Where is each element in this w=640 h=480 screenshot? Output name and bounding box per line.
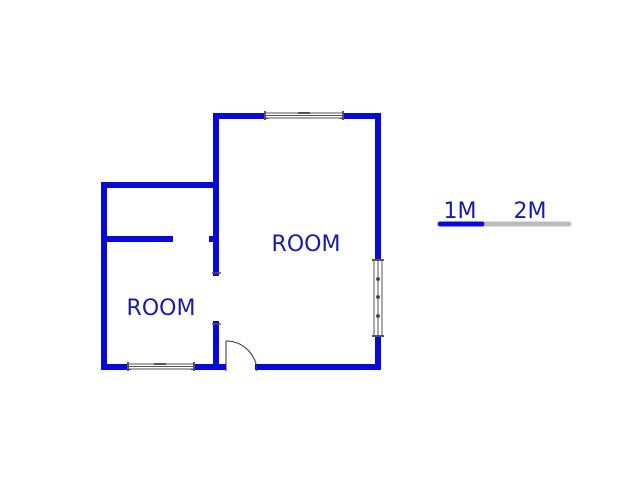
scale-label-1m: 1M: [444, 199, 477, 224]
wall-stub-mark: [209, 236, 214, 242]
window-right: [372, 259, 384, 337]
window-bottom: [127, 362, 195, 371]
windows: [127, 111, 384, 371]
scale-label-2m: 2M: [514, 199, 547, 224]
room-label-large: ROOM: [272, 232, 341, 257]
room-label-small: ROOM: [127, 296, 196, 321]
entrance-door: [219, 340, 258, 372]
scale-bar: 1M 2M: [437, 199, 572, 227]
window-top: [264, 111, 344, 120]
door-openings: [212, 272, 221, 325]
walls: [101, 113, 381, 370]
